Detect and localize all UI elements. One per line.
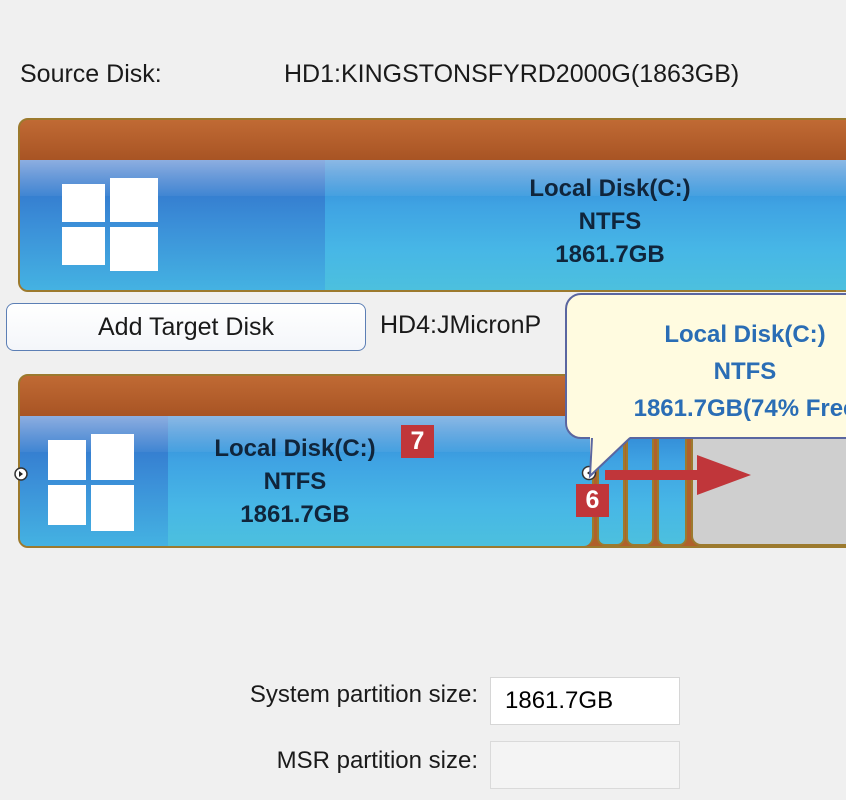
tooltip-size: 1861.7GB(74% Free [633,395,846,422]
source-partition-name: Local Disk(C:) [529,175,691,202]
add-target-disk-button[interactable]: Add Target Disk [6,303,366,351]
tooltip-name: Local Disk(C:) [664,321,826,348]
windows-logo-icon [62,177,158,271]
target-partition-size: 1861.7GB [240,501,350,528]
source-disk-value: HD1:KINGSTONSFYRD2000G(1863GB) [284,60,740,88]
source-disk-label: Source Disk: [20,60,162,88]
target-partition-c[interactable]: Local Disk(C:) NTFS 1861.7GB [20,416,594,546]
target-disk-value: HD4:JMicronP [380,311,542,339]
target-partition-fs: NTFS [263,468,327,495]
target-partition-name: Local Disk(C:) [214,435,376,462]
annotation-badge-7: 7 [401,425,434,458]
system-partition-size-input[interactable] [490,677,680,725]
msr-partition-size-label: MSR partition size: [276,747,478,774]
source-partition-fs: NTFS [578,208,642,235]
source-partition-c[interactable]: Local Disk(C:) NTFS 1861.7GB [20,160,846,290]
partition-tooltip: Local Disk(C:) NTFS 1861.7GB(74% Free [565,293,846,439]
windows-logo-icon [48,434,134,531]
resize-handle-icon[interactable] [14,466,28,482]
tooltip-pointer [588,437,631,479]
target-disk-map: Local Disk(C:) NTFS 1861.7GB [18,374,846,548]
source-partition-size: 1861.7GB [555,241,665,268]
msr-partition-size-input[interactable] [490,741,680,789]
tooltip-fs: NTFS [713,358,777,385]
arrow-right-icon [605,455,751,495]
source-disk-map: Local Disk(C:) NTFS 1861.7GB [18,118,846,292]
system-partition-size-label: System partition size: [249,681,478,708]
annotation-badge-6: 6 [576,484,609,517]
